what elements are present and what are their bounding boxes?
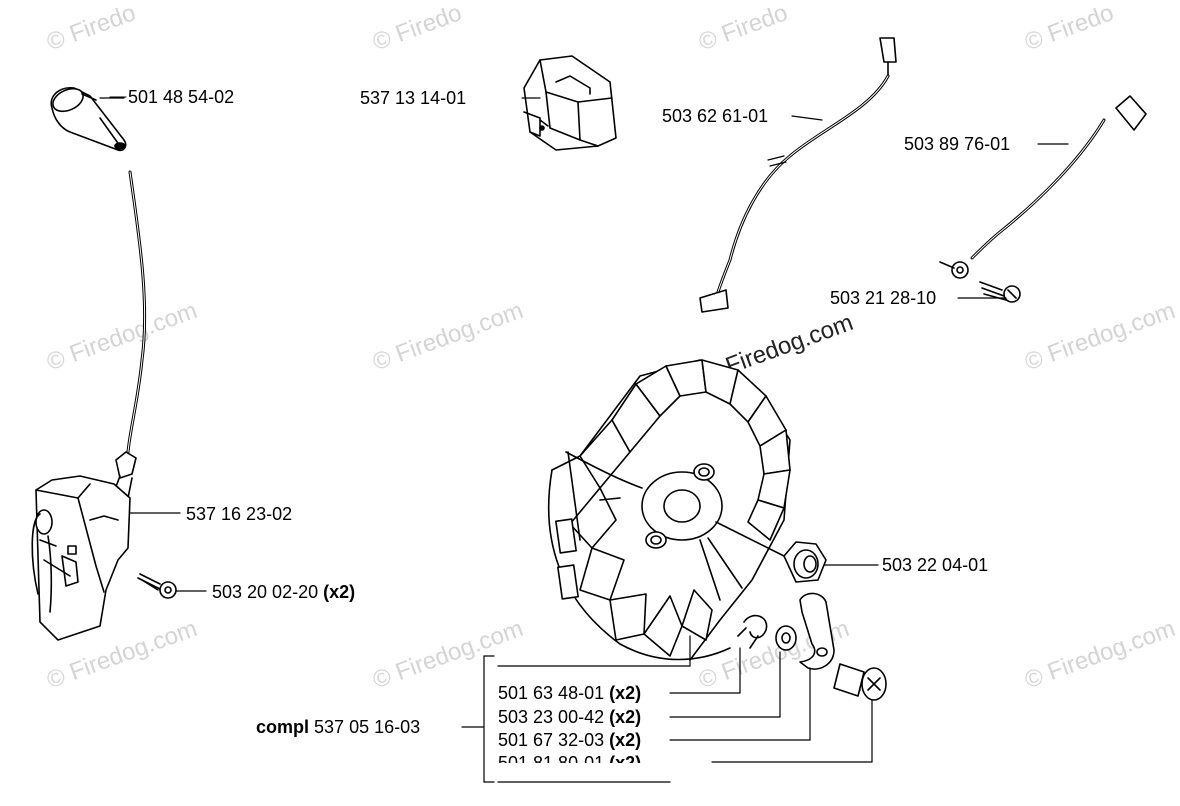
washer-part <box>775 625 797 651</box>
part-label-501-48-54-02: 501 48 54-02 <box>128 87 235 107</box>
part-label-503-89-76-01: 503 89 76-01 <box>904 134 1011 154</box>
earth-screw-part <box>979 281 1021 303</box>
earth-cable-part <box>939 95 1147 279</box>
part-label-503-22-04-01: 503 22 04-01 <box>882 555 989 575</box>
compl-label: compl 537 05 16-03 <box>256 717 421 737</box>
part-label-503-62-61-01: 503 62 61-01 <box>662 106 769 126</box>
pawl-spring-part <box>737 614 768 649</box>
part-label-501-67-32-03: 501 67 32-03 (x2) <box>498 730 642 750</box>
part-label-501-81-80-01: 501 81 80-01 (x2) <box>498 753 642 763</box>
ignition-module-part <box>31 451 137 641</box>
stop-switch-part <box>523 55 617 151</box>
leader-lines <box>99 97 1069 783</box>
part-label-501-63-48-01: 501 63 48-01 (x2) <box>498 683 642 703</box>
flywheel-nut-part <box>715 521 827 583</box>
spark-plug-boot-part <box>50 86 127 152</box>
part-label-503-20-02-20: 503 20 02-20 (x2) <box>212 582 356 602</box>
part-label-503-21-28-10: 503 21 28-10 <box>830 288 937 308</box>
part-label-537-13-14-01: 537 13 14-01 <box>360 88 467 108</box>
part-label-503-23-00-42: 503 23 00-42 (x2) <box>498 707 642 727</box>
module-screw-part <box>137 573 177 599</box>
short-circuit-cable-part <box>699 37 897 313</box>
pawl-screw-part <box>833 663 887 701</box>
part-label-537-16-23-02: 537 16 23-02 <box>186 504 293 524</box>
flywheel-part <box>547 359 791 661</box>
pawl-part <box>799 592 835 670</box>
